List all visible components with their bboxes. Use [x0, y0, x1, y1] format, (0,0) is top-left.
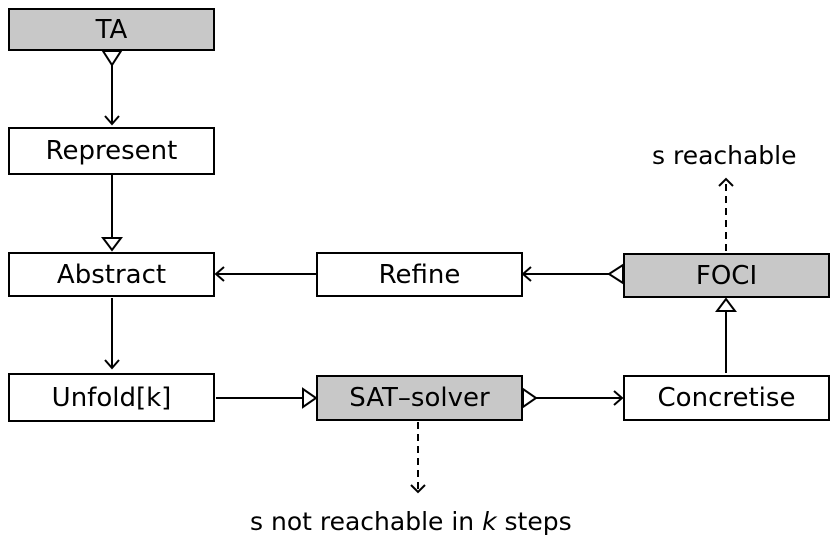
edge-sat-to-concretise	[522, 387, 624, 409]
edge-ta-to-represent	[101, 50, 123, 126]
node-foci-label: FOCI	[695, 260, 758, 291]
label-s-reachable: s reachable	[652, 143, 797, 168]
label-s-not-reachable: s not reachable in k steps	[250, 509, 572, 534]
label-s-reachable-text: s reachable	[652, 141, 797, 170]
node-ta: TA	[8, 8, 215, 51]
node-unfold-label: Unfold[k]	[51, 382, 172, 413]
node-abstract-label: Abstract	[56, 259, 167, 290]
node-represent-label: Represent	[45, 136, 178, 166]
edge-abstract-to-unfold	[104, 298, 120, 370]
edge-foci-to-refine	[521, 263, 624, 285]
node-refine-label: Refine	[378, 259, 461, 290]
node-foci: FOCI	[623, 253, 830, 298]
node-concretise-label: Concretise	[657, 383, 796, 413]
label-not-reachable-prefix: s not reachable in	[250, 507, 483, 536]
node-represent: Represent	[8, 127, 215, 175]
node-ta-label: TA	[95, 14, 128, 45]
edge-sat-to-not-reachable	[410, 422, 426, 494]
edge-unfold-to-sat	[216, 387, 318, 409]
node-concretise: Concretise	[623, 375, 830, 421]
edge-concretise-to-foci	[715, 297, 737, 373]
edge-refine-to-abstract	[214, 266, 316, 282]
edge-foci-to-s-reachable	[718, 177, 734, 251]
node-sat-solver-label: SAT–solver	[349, 383, 490, 413]
node-sat-solver: SAT–solver	[316, 375, 523, 421]
node-abstract: Abstract	[8, 252, 215, 297]
node-unfold: Unfold[k]	[8, 373, 215, 422]
node-refine: Refine	[316, 252, 523, 297]
label-not-reachable-suffix: steps	[496, 507, 572, 536]
edge-represent-to-abstract	[101, 175, 123, 252]
label-not-reachable-var: k	[482, 507, 497, 536]
